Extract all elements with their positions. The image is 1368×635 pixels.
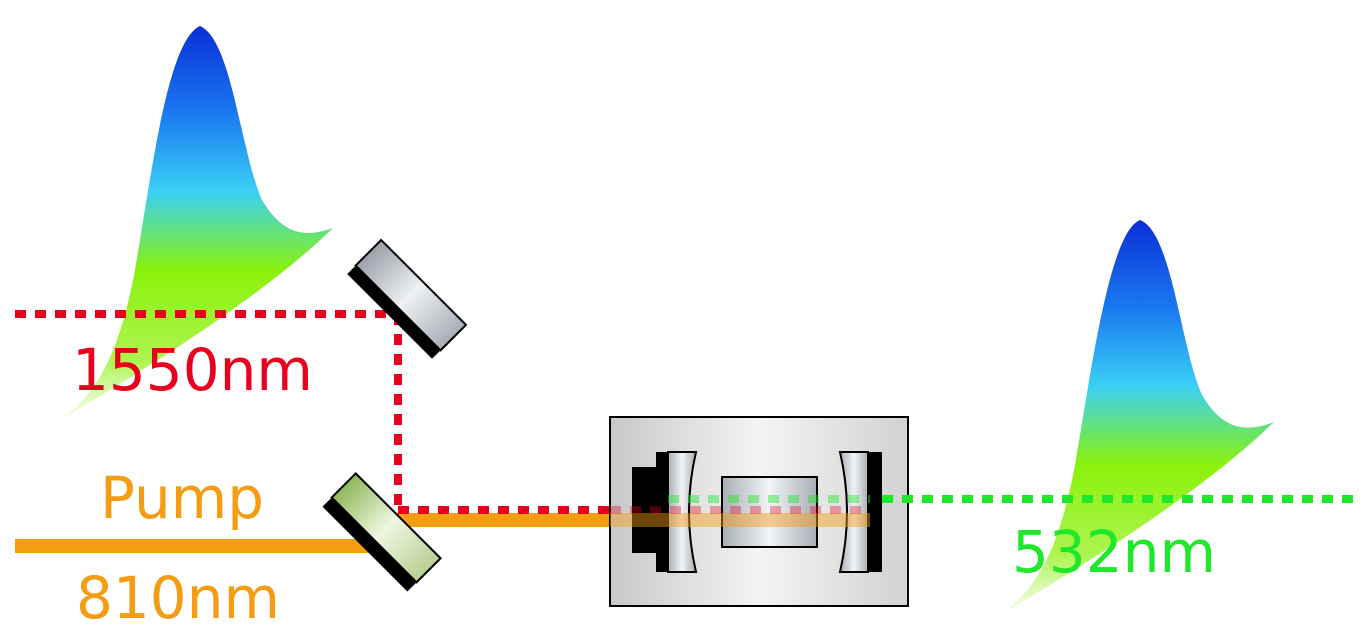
fold-mirror-icon [347,238,468,359]
signal-wavelength-label: 1550nm [72,336,313,404]
pump-wavelength-label: 810nm [76,564,280,632]
output-wavelength-label: 532nm [1012,518,1216,586]
pump-name-label: Pump [100,464,264,532]
sfg-cavity-icon [609,416,909,607]
output-pulse-icon [1000,220,1274,615]
signal-pulse-icon [60,26,333,420]
dichroic-mirror-icon [322,472,442,592]
